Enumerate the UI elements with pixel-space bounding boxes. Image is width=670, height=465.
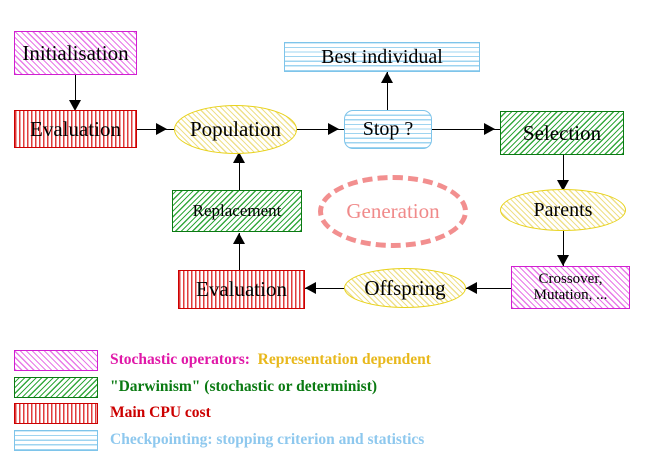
legend-label-main-cpu-cost: Main CPU cost	[110, 404, 211, 422]
node-stop-label: Stop ?	[362, 118, 414, 140]
node-replacement[interactable]: Replacement	[172, 190, 302, 232]
legend-label-stochastic-operators: Stochastic operators: Representation dep…	[110, 351, 431, 369]
edge-arrowhead-right	[484, 123, 495, 135]
legend-text-representation-dependent: Representation dependent	[249, 351, 431, 368]
node-offspring[interactable]: Offspring	[344, 268, 466, 308]
edge-arrowhead-down	[69, 100, 81, 111]
generation-dashed-ring	[318, 175, 468, 248]
edge-arrowhead-down	[557, 180, 569, 191]
edge-parents-to-crossover	[563, 230, 565, 266]
edge-evaluation-to-replacement	[239, 233, 241, 271]
node-offspring-label: Offspring	[364, 275, 446, 300]
node-initialisation[interactable]: Initialisation	[14, 31, 137, 75]
node-selection-label: Selection	[522, 120, 602, 145]
edge-stop-to-best-individual	[387, 72, 389, 111]
legend-swatch-checkpointing	[14, 430, 98, 451]
legend-label-checkpointing: Checkpointing: stopping criterion and st…	[110, 431, 424, 449]
edge-replacement-to-population	[239, 152, 241, 190]
node-replacement-label: Replacement	[192, 201, 282, 221]
edge-selection-to-parents	[563, 155, 565, 190]
legend-text-stochastic-operators: Stochastic operators:	[110, 351, 250, 368]
node-population-label: Population	[189, 117, 281, 142]
legend-text-main-cpu-cost: Main CPU cost	[110, 404, 211, 421]
edge-arrowhead-left	[466, 282, 477, 294]
node-evaluation-top-label: Evaluation	[30, 116, 121, 141]
edge-arrowhead-left	[305, 282, 316, 294]
legend-label-darwinism: "Darwinism" (stochastic or determinist)	[110, 378, 377, 396]
node-evaluation-top[interactable]: Evaluation	[14, 110, 137, 148]
legend-swatch-stochastic-operators	[14, 350, 98, 371]
node-initialisation-label: Initialisation	[22, 40, 129, 65]
node-crossover-mutation[interactable]: Crossover, Mutation, ...	[511, 266, 630, 309]
node-best-individual[interactable]: Best individual	[284, 42, 480, 72]
node-generation-annotation: Generation	[318, 175, 468, 248]
legend-swatch-main-cpu-cost	[14, 403, 98, 424]
edge-arrowhead-up	[381, 72, 393, 83]
edge-arrowhead-down	[557, 255, 569, 266]
legend-swatch-darwinism	[14, 377, 98, 398]
node-stop[interactable]: Stop ?	[344, 110, 432, 149]
node-evaluation-bottom-label: Evaluation	[196, 277, 287, 302]
node-population[interactable]: Population	[174, 105, 297, 154]
edge-population-to-stop	[296, 129, 344, 131]
legend-text-checkpointing: Checkpointing: stopping criterion and st…	[110, 431, 425, 448]
edge-initialisation-to-evaluation	[75, 74, 77, 106]
node-generation-label: Generation	[346, 199, 440, 224]
legend-text-darwinism: "Darwinism" (stochastic or determinist)	[110, 378, 378, 395]
node-evaluation-bottom[interactable]: Evaluation	[178, 270, 305, 309]
edge-offspring-to-evaluation	[305, 288, 350, 290]
node-best-individual-label: Best individual	[321, 45, 443, 68]
edge-arrowhead-up	[233, 152, 245, 163]
edge-arrowhead-up	[233, 233, 245, 244]
edge-arrowhead-right	[328, 123, 339, 135]
edge-crossover-to-offspring	[466, 288, 512, 290]
node-parents-label: Parents	[533, 198, 593, 221]
edge-stop-to-selection	[432, 129, 500, 131]
edge-arrowhead-right	[156, 123, 167, 135]
node-parents[interactable]: Parents	[500, 189, 626, 231]
node-crossover-mutation-label: Crossover, Mutation, ...	[533, 270, 608, 303]
edge-evaluation-to-population	[137, 129, 174, 131]
node-selection[interactable]: Selection	[500, 111, 624, 155]
